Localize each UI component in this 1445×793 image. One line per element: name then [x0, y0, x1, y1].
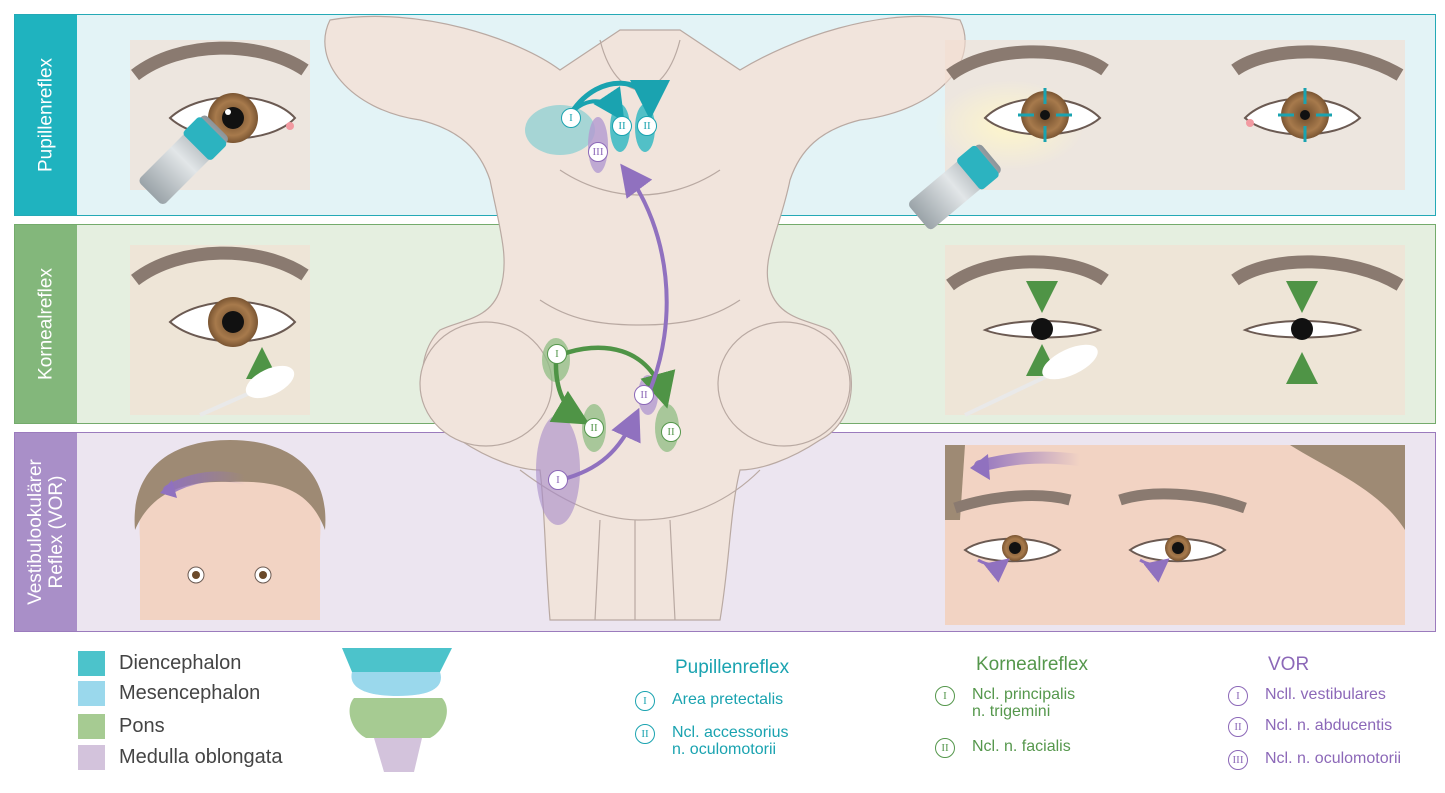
- brainstem: [324, 15, 966, 621]
- key-korneal-title: Kornealreflex: [976, 654, 1088, 675]
- legend-brainstem-thumbnail: [342, 648, 452, 772]
- pupillenreflex-tab: Pupillenreflex: [15, 15, 77, 215]
- key-vor-title: VOR: [1268, 654, 1310, 675]
- pupil-pathway-arrow-2: [570, 86, 625, 122]
- legend-swatch: [78, 744, 105, 770]
- marker-vor-III: III: [588, 142, 608, 162]
- marker-pupil-II-left: II: [612, 116, 632, 136]
- vor-face: [945, 445, 1405, 625]
- marker-korneal-II-left: II: [584, 418, 604, 438]
- key-vor-entry-1: I Ncll. vestibulares: [1228, 686, 1386, 706]
- key-pupillen-entry-2: II Ncl. accessorius n. oculomotorii: [635, 724, 788, 758]
- marker-pupil-I: I: [561, 108, 581, 128]
- legend-item-mesencephalon: Mesencephalon: [78, 680, 260, 706]
- marker-vor-I: I: [548, 470, 568, 490]
- vor-tab: Vestibulookulärer Reflex (VOR): [15, 433, 77, 631]
- key-vor-entry-2: II Ncl. n. abducentis: [1228, 717, 1392, 737]
- legend-item-diencephalon: Diencephalon: [78, 650, 241, 676]
- korneal-left-eye: [130, 245, 310, 417]
- vor-head: [134, 440, 326, 620]
- pupil-pathway-arrow: [569, 79, 670, 120]
- legend-swatch: [78, 713, 105, 739]
- legend-item-medulla: Medulla oblongata: [78, 744, 282, 770]
- penlight-right: [909, 144, 1001, 230]
- key-korneal-entry-2: II Ncl. n. facialis: [935, 738, 1071, 758]
- kornealreflex-tab: Kornealreflex: [15, 225, 77, 423]
- pupil-left-eye: [130, 40, 310, 190]
- marker-korneal-I: I: [547, 344, 567, 364]
- key-pupillen-entry-1: I Area pretectalis: [635, 691, 783, 711]
- key-pupillen-title: Pupillenreflex: [675, 657, 790, 678]
- legend-swatch: [78, 650, 105, 676]
- pupil-right-eyes: [935, 40, 1405, 190]
- korneal-pathway-arrow-2: [549, 359, 590, 425]
- marker-korneal-II-right: II: [661, 422, 681, 442]
- key-vor-entry-3: III Ncl. n. oculomotorii: [1228, 750, 1401, 770]
- legend-swatch: [78, 680, 105, 706]
- vor-pathway-arrow-2: [620, 163, 669, 396]
- korneal-right-eyes: [945, 245, 1405, 417]
- legend-item-pons: Pons: [78, 713, 165, 739]
- korneal-pathway-arrow: [559, 345, 676, 409]
- vor-pathway-arrow: [559, 407, 641, 482]
- key-korneal-entry-1: I Ncl. principalis n. trigemini: [935, 686, 1075, 720]
- marker-vor-II: II: [634, 385, 654, 405]
- marker-pupil-II-right: II: [637, 116, 657, 136]
- penlight: [139, 115, 228, 205]
